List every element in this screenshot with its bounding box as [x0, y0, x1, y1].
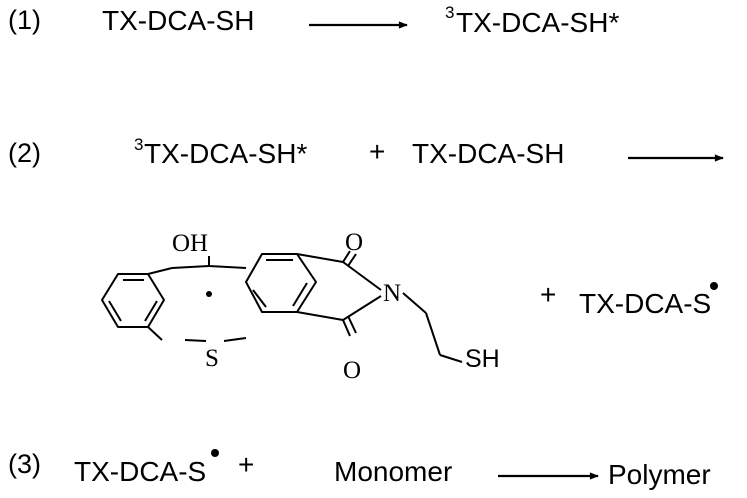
structure-oh-label: OH — [172, 230, 209, 257]
structure-sh-label: SH — [465, 345, 500, 373]
structure-o-top-label: O — [345, 229, 364, 256]
reaction-1-product-superscript: 3 — [445, 3, 455, 22]
reaction-2-plus: + — [369, 136, 386, 167]
right-benzene-ring — [245, 253, 317, 313]
reaction-3-reactant: TX-DCA-S — [74, 456, 207, 487]
reaction-2-number: (2) — [8, 138, 41, 168]
reaction-3-monomer: Monomer — [334, 456, 453, 487]
reaction-1-reactant: TX-DCA-SH — [102, 5, 255, 36]
reaction-3-reactant-radical-dot — [211, 449, 219, 457]
reaction-2-reactant1-superscript: 3 — [134, 135, 144, 154]
reaction-2-reactant2: TX-DCA-SH — [412, 138, 565, 169]
left-benzene-ring — [101, 273, 165, 328]
reaction-3-plus: + — [238, 449, 255, 480]
reaction-2-product-plus: + — [540, 279, 557, 310]
structure-s-label: S — [205, 345, 219, 372]
structure-n-label: N — [383, 280, 402, 307]
reaction-2-product2-radical-dot — [710, 282, 718, 290]
reaction-3-number: (3) — [8, 449, 41, 479]
reaction-2-product2: TX-DCA-S — [579, 288, 712, 319]
structure-o-bottom-label: O — [343, 357, 362, 384]
thioxanthone-imide-structure — [101, 250, 463, 363]
reaction-1-number: (1) — [8, 5, 41, 35]
structure-radical-dot — [206, 291, 212, 297]
reaction-2-reactant1: TX-DCA-SH* — [144, 138, 308, 169]
reaction-3-product: Polymer — [608, 459, 711, 490]
reaction-1-product: TX-DCA-SH* — [456, 7, 620, 38]
